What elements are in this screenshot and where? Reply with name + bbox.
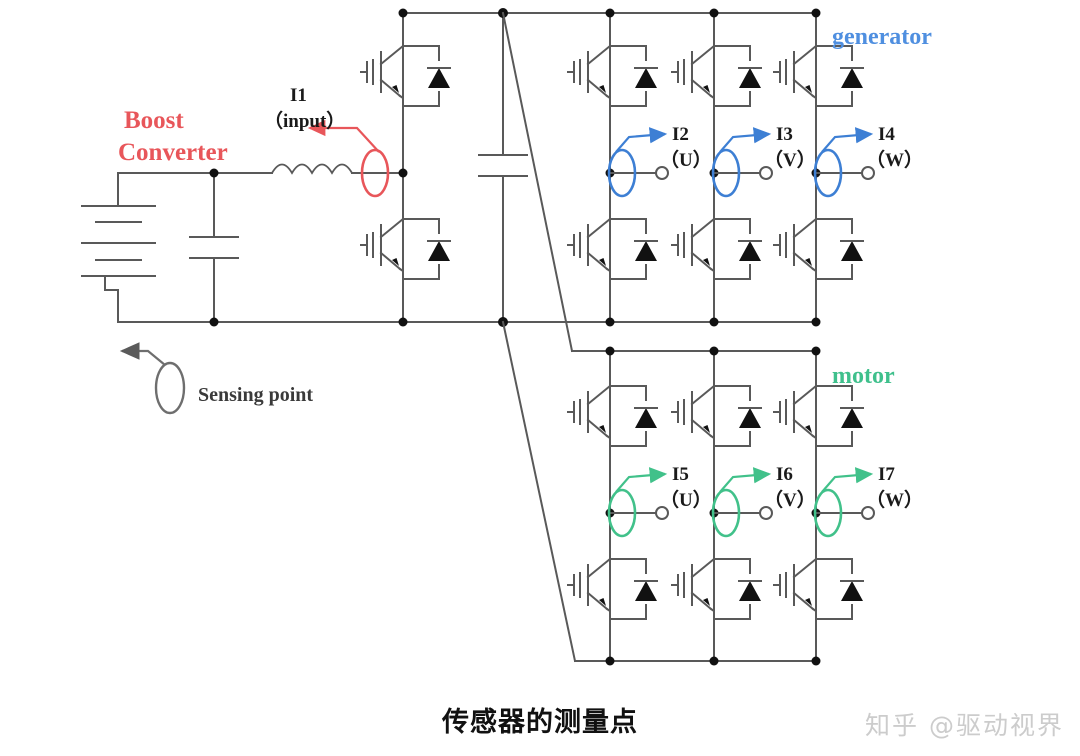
label-i4-phase: （W） [866, 148, 923, 171]
sensor-lead-i4 [821, 127, 874, 153]
sensing-point-lead [119, 342, 166, 366]
sensor-ellipse-i5 [607, 488, 637, 538]
label-i2: I2 [672, 124, 689, 145]
junction-node [811, 317, 821, 327]
junction-node [209, 317, 219, 327]
junction-node [398, 8, 408, 18]
label-i3-phase: （V） [764, 148, 816, 171]
boost-igbt-upper[interactable] [360, 37, 451, 107]
generator-igbt-w-low[interactable] [773, 210, 864, 280]
sensor-ellipse-i2 [607, 148, 637, 198]
junction-node [709, 346, 719, 356]
watermark: 知乎 @驱动视界 [865, 711, 1064, 740]
junction-node [709, 656, 719, 666]
boost-converter-label-line2: Converter [118, 139, 228, 166]
label-i1: I1 [290, 85, 307, 106]
generator-igbt-u-low[interactable] [567, 210, 658, 280]
boost-igbt-lower[interactable] [360, 210, 451, 280]
junction-node [811, 346, 821, 356]
sensor-ellipse-i7 [813, 488, 843, 538]
sensing-point-ellipse [154, 361, 186, 415]
motor-igbt-v-high[interactable] [671, 377, 762, 447]
junction-node [605, 346, 615, 356]
label-i4: I4 [878, 124, 895, 145]
junction-node [398, 168, 408, 178]
boost-converter-label-line1: Boost [124, 107, 184, 134]
junction-node [709, 317, 719, 327]
junction-node [209, 168, 219, 178]
generator-terminal-v[interactable] [759, 166, 773, 180]
label-i7-phase: （W） [866, 488, 923, 511]
sensor-lead-i6 [719, 467, 772, 493]
motor-terminal-w[interactable] [861, 506, 875, 520]
dclink-to-motor-positive [501, 11, 574, 353]
junction-node [605, 8, 615, 18]
sensing-point-label: Sensing point [198, 384, 313, 406]
sensor-lead-i5 [615, 467, 668, 493]
sensor-lead-i3 [719, 127, 772, 153]
generator-terminal-w[interactable] [861, 166, 875, 180]
figure-caption: 传感器的测量点 [442, 707, 638, 738]
junction-node [398, 317, 408, 327]
generator-igbt-u-high[interactable] [567, 37, 658, 107]
motor-igbt-u-low[interactable] [567, 550, 658, 620]
sensor-ellipse-i4 [813, 148, 843, 198]
motor-label: motor [832, 363, 895, 389]
label-i6-phase: （V） [764, 488, 816, 511]
sensor-lead-i2 [615, 127, 668, 153]
dclink-to-motor-negative [501, 320, 577, 663]
boost-inductor [271, 163, 404, 175]
sensor-ellipse-i6 [711, 488, 741, 538]
junction-node [605, 317, 615, 327]
generator-terminal-u[interactable] [655, 166, 669, 180]
generator-label: generator [832, 24, 932, 50]
label-i3: I3 [776, 124, 793, 145]
label-i6: I6 [776, 464, 793, 485]
sensor-ellipse-i1 [360, 148, 390, 198]
dc-source-battery [81, 172, 156, 291]
sensor-ellipse-i3 [711, 148, 741, 198]
motor-terminal-u[interactable] [655, 506, 669, 520]
junction-node [811, 656, 821, 666]
generator-igbt-v-high[interactable] [671, 37, 762, 107]
sensor-lead-i1 [307, 119, 380, 153]
motor-igbt-w-low[interactable] [773, 550, 864, 620]
label-i2-phase: （U） [660, 148, 712, 171]
label-i5-phase: （U） [660, 488, 712, 511]
motor-terminal-v[interactable] [759, 506, 773, 520]
label-i7: I7 [878, 464, 895, 485]
sensor-lead-i7 [821, 467, 874, 493]
generator-igbt-v-low[interactable] [671, 210, 762, 280]
motor-igbt-u-high[interactable] [567, 377, 658, 447]
junction-node [605, 656, 615, 666]
motor-igbt-v-low[interactable] [671, 550, 762, 620]
dc-link-capacitor [478, 12, 528, 323]
junction-node [709, 8, 719, 18]
label-i5: I5 [672, 464, 689, 485]
input-capacitor [189, 172, 239, 323]
label-i1-input: （input） [264, 109, 345, 132]
junction-node [811, 8, 821, 18]
